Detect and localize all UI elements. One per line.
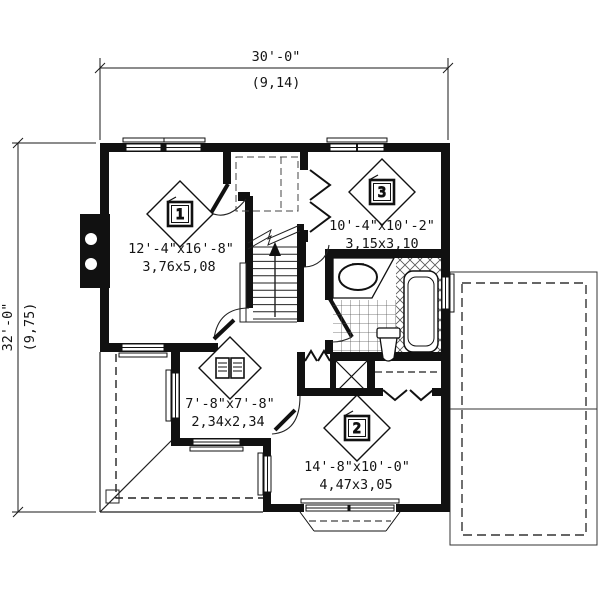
window-room1-top-a bbox=[125, 143, 162, 152]
window-study-left bbox=[165, 369, 180, 422]
top-dimension-metric: (9,14) bbox=[251, 75, 301, 91]
open-book-icon bbox=[215, 357, 245, 379]
vanity-sink bbox=[332, 257, 396, 299]
bathtub bbox=[403, 270, 439, 353]
dimension-lines bbox=[12, 58, 454, 518]
room1-size-metric: 3,76x5,08 bbox=[142, 259, 216, 275]
left-dimension-metric: (9,75) bbox=[22, 302, 38, 352]
chute-x-box bbox=[335, 360, 368, 393]
room2-size-imperial: 14'-8"x10'-0" bbox=[304, 459, 410, 475]
room1-marker: 1 bbox=[146, 180, 214, 248]
top-dimension-imperial: 30'-0" bbox=[251, 49, 301, 65]
closets bbox=[235, 156, 441, 402]
study-marker bbox=[198, 336, 262, 400]
left-dimension-imperial: 32'-0" bbox=[0, 302, 16, 352]
room2-marker-number: 2 bbox=[353, 421, 361, 437]
room3-size-imperial: 10'-4"x10'-2" bbox=[329, 218, 435, 234]
bay-window bbox=[299, 498, 401, 532]
room-markers: 1 3 2 bbox=[146, 158, 416, 462]
window-study-bottom bbox=[189, 438, 244, 452]
door-room3 bbox=[302, 242, 330, 268]
bifold-doors-room2-closet bbox=[382, 389, 434, 402]
room2-marker: 2 bbox=[323, 394, 391, 462]
room3-size-metric: 3,15x3,10 bbox=[345, 236, 419, 252]
room1-size-imperial: 12'-4"x16'-8" bbox=[128, 241, 234, 257]
window-room1-top-b bbox=[165, 143, 202, 152]
door-room1-upper bbox=[209, 182, 247, 216]
stairs-up-arrow bbox=[269, 242, 281, 317]
toilet bbox=[376, 327, 401, 362]
staircase bbox=[239, 224, 301, 323]
room3-marker-number: 3 bbox=[378, 185, 386, 201]
study-size-imperial: 7'-8"x7'-8" bbox=[185, 396, 275, 412]
bifold-door-hall-niche bbox=[304, 349, 331, 362]
room2-size-metric: 4,47x3,05 bbox=[319, 477, 393, 493]
door-room2 bbox=[271, 395, 301, 435]
bathroom bbox=[332, 257, 441, 362]
porch-outline bbox=[99, 352, 263, 513]
roof-outline-right bbox=[449, 271, 598, 546]
study-size-metric: 2,34x2,34 bbox=[191, 414, 265, 430]
windows bbox=[118, 137, 455, 532]
window-room2-left bbox=[257, 452, 272, 496]
window-bath-right bbox=[441, 273, 455, 313]
window-room3-top bbox=[329, 143, 385, 152]
room3-marker: 3 bbox=[348, 158, 416, 226]
bifold-doors-room3 bbox=[309, 169, 332, 233]
window-room1-bottom bbox=[118, 343, 168, 358]
room1-marker-number: 1 bbox=[176, 207, 184, 223]
door-room1-lower bbox=[212, 307, 250, 341]
